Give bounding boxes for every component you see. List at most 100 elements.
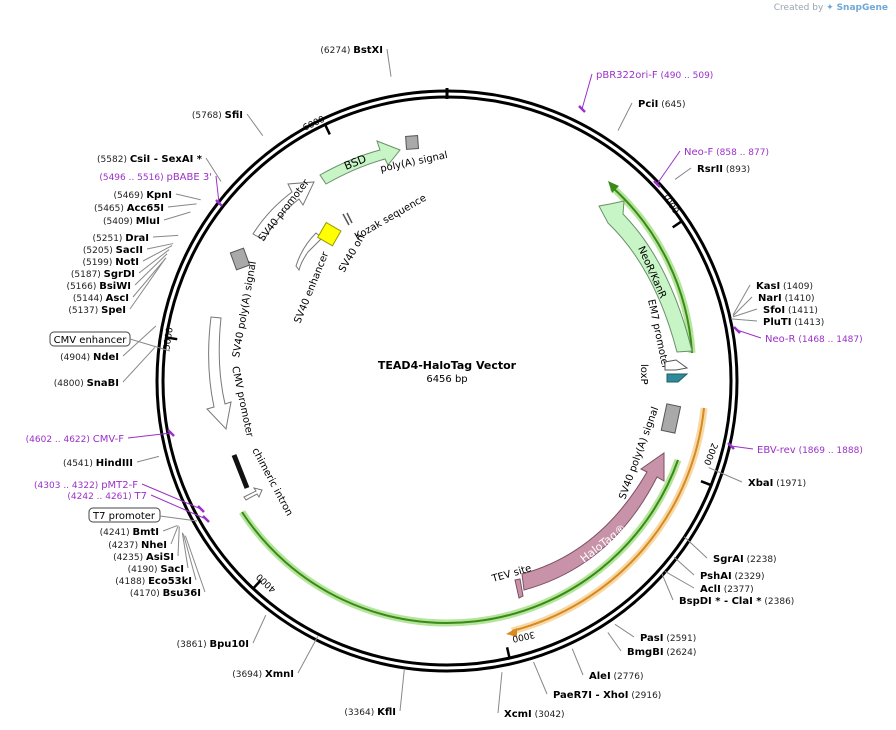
ruler-tick (166, 336, 178, 341)
primer-site-mark (167, 429, 175, 437)
enzyme-leader-line (607, 632, 622, 652)
enzyme-leader-line (617, 102, 633, 131)
enzyme-site-label: XbaI (1971) (748, 478, 806, 489)
enzyme-leader-line (122, 325, 157, 357)
enzyme-site-label: (4541) HindIII (63, 458, 133, 469)
cmv-enhancer-label: CMV enhancer (54, 335, 128, 346)
snapgene-logo-icon: ✦ (826, 3, 834, 13)
green-region-bottom (241, 459, 679, 625)
enzyme-leader-line (142, 245, 173, 262)
enzyme-site-label: BspDI * - ClaI * (2386) (679, 596, 794, 607)
neor-kanr-feature-arrow (598, 200, 693, 353)
enzyme-leader-line (177, 526, 180, 557)
primer-site-mark (215, 199, 223, 207)
enzyme-site-label: SgrAI (2238) (713, 554, 777, 565)
enzyme-leader-line (122, 347, 156, 383)
primer-leader-line (730, 445, 754, 450)
ruler-tick-label: 2000 (701, 441, 719, 466)
enzyme-site-label: (3364) KflI (344, 707, 396, 718)
primer-leader-line (141, 483, 202, 510)
primer-site-label: EBV-rev (1869 .. 1888) (757, 445, 863, 456)
enzyme-leader-line (732, 296, 753, 317)
enzyme-site-label: (4188) Eco53kI (115, 576, 192, 587)
kozak-mark-2 (346, 212, 353, 224)
enzyme-sites: (6274) BstXI(5768) SfiI(5582) CsiI - Sex… (54, 45, 824, 720)
cmv-promoter-arrow (206, 316, 232, 431)
ruler-tick (505, 647, 511, 659)
enzyme-leader-line (730, 318, 758, 322)
sv40-promoter-arrow (252, 181, 315, 241)
primer-site-mark (197, 505, 205, 513)
enzyme-site-label: (4241) BmtI (100, 527, 159, 538)
cmv-enhancer-leader (129, 338, 171, 352)
sv40-polya-box-left (229, 247, 251, 271)
enzyme-site-label: (4235) AsiSI (113, 552, 174, 563)
enzyme-site-label: NarI (1410) (758, 293, 815, 304)
primer-site-mark (733, 326, 741, 334)
sv40-enhancer-arrow (295, 232, 323, 272)
enzyme-leader-line (129, 258, 166, 310)
primer-leader-line (215, 175, 220, 204)
chimeric-intron-mark (231, 454, 250, 489)
ruler-tick (323, 123, 331, 135)
enzyme-site-label: (5768) SfiI (192, 110, 243, 121)
enzyme-site-label: XcmI (3042) (504, 709, 565, 720)
enzyme-leader-line (614, 623, 635, 638)
enzyme-site-label: PshAI (2329) (700, 571, 764, 582)
bsd-feature-arrow (319, 140, 401, 185)
cmv-promoter-label: CMV promoter (229, 365, 255, 439)
enzyme-leader-line (132, 257, 167, 298)
green-region-arrowhead (608, 181, 619, 193)
small-white-arrow (243, 487, 263, 501)
yellow-feature-box (317, 221, 342, 247)
enzyme-site-label: (5582) CsiI - SexAI * (97, 154, 203, 165)
tev-site-arrow (514, 578, 524, 599)
enzyme-site-label: (5469) KpnI (113, 190, 172, 201)
snapgene-watermark: Created by ✦ SnapGene (774, 3, 888, 13)
primer-site-mark (727, 442, 735, 450)
enzyme-site-label: PciI (645) (638, 99, 685, 110)
primer-site-mark (202, 515, 210, 523)
orange-region-arrowhead (506, 628, 517, 637)
enzyme-leader-line (181, 532, 189, 569)
kozak-mark-1 (342, 213, 350, 226)
enzyme-site-label: (4904) NdeI (60, 352, 119, 363)
polya-signal-box (405, 135, 420, 150)
enzyme-site-label: AleI (2776) (589, 671, 643, 682)
sv40-polya-box-right (660, 403, 682, 434)
enzyme-leader-line (152, 234, 179, 238)
enzyme-site-label: (5166) BsiWI (66, 281, 131, 292)
ruler-tick (671, 220, 683, 229)
enzyme-leader-line (134, 253, 168, 286)
enzyme-site-label: KasI (1409) (756, 281, 813, 292)
enzyme-leader-line (246, 113, 264, 136)
watermark-prefix: Created by (773, 3, 824, 13)
enzyme-site-label: (5199) NotI (82, 257, 139, 268)
enzyme-site-label: (4170) Bsu36I (130, 588, 201, 599)
enzyme-site-label: BmgBI (2624) (627, 647, 696, 658)
loxp-marker-bottom (666, 373, 689, 383)
enzyme-leader-line (673, 556, 695, 576)
enzyme-leader-line (399, 670, 405, 712)
t7-promoter-label: T7 promoter (92, 511, 156, 522)
enzyme-site-label: PluTI (1413) (763, 317, 824, 328)
t7-promoter-label-box (88, 507, 161, 523)
enzyme-site-label: (5144) AscI (73, 293, 129, 304)
primer-sites: pBR322ori-F (490 .. 509)Neo-F (858 .. 87… (26, 70, 863, 523)
ruler-tick-label: 3000 (511, 629, 536, 644)
primer-leader-line (150, 494, 207, 520)
primer-site-label: Neo-R (1468 .. 1487) (765, 334, 863, 345)
enzyme-site-label: (4237) NheI (108, 540, 167, 551)
primer-leader-line (736, 329, 762, 339)
primer-site-label: Neo-F (858 .. 877) (684, 147, 769, 158)
loxp-marker-top (664, 359, 689, 371)
primer-site-mark (578, 105, 586, 113)
enzyme-leader-line (533, 661, 548, 695)
enzyme-leader-line (146, 243, 174, 250)
sv40-polya-signal-label-left: SV40 poly(A) signal (231, 260, 259, 358)
enzyme-site-label: (5187) SgrDI (71, 269, 135, 280)
enzyme-site-label: (4190) SacI (128, 564, 184, 575)
vector-length: 6456 bp (426, 374, 467, 385)
enzyme-leader-line (732, 308, 758, 318)
primer-site-label: (4242 .. 4261) T7 (67, 491, 147, 502)
